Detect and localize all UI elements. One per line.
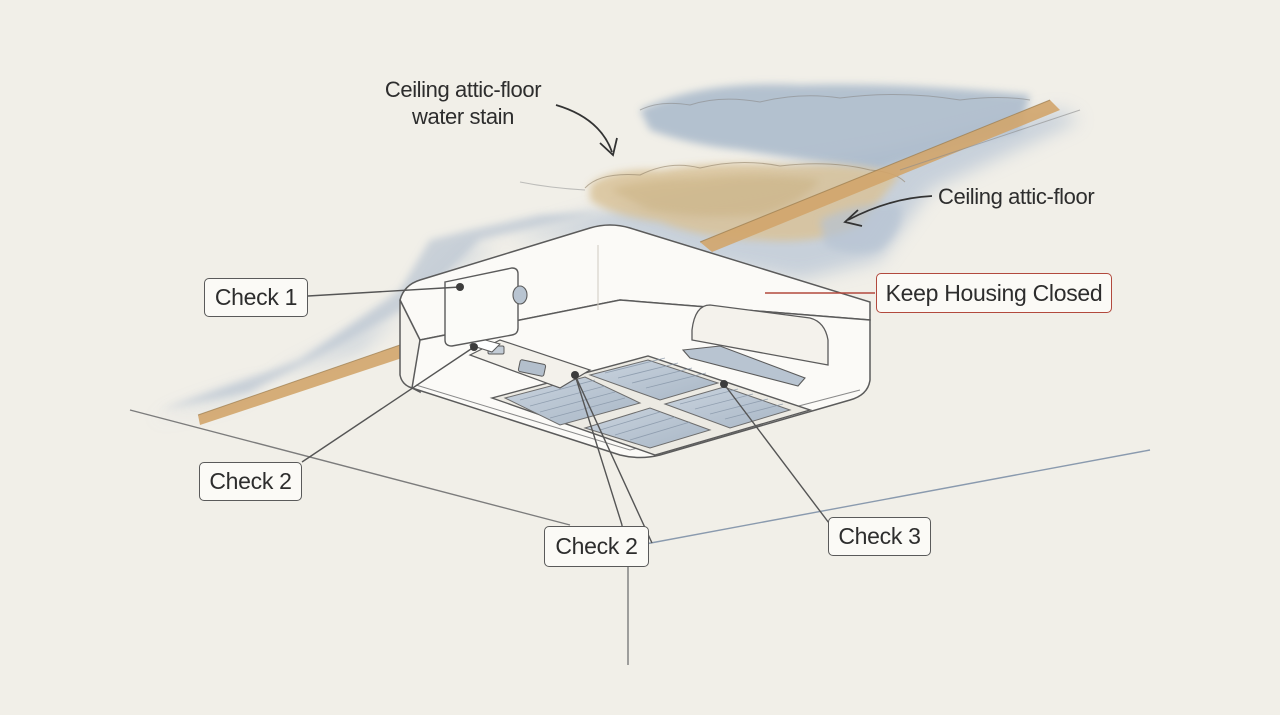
access-panel [444,267,519,347]
ceiling-joist [700,100,1060,252]
water-stain-label-line1: Ceiling attic-floor [384,77,542,102]
check-2-left-callout: Check 2 [199,462,302,501]
check-1-callout: Check 1 [204,278,308,317]
check-2-center-callout: Check 2 [544,526,649,567]
keep-housing-closed-callout: Keep Housing Closed [876,273,1112,313]
check-3-callout: Check 3 [828,517,931,556]
attic-floor-label: Ceiling attic-floor [938,184,1095,209]
floor-arrow [847,195,933,221]
stain-arrow [555,104,613,153]
water-stain-label-line2: water stain [412,104,514,129]
water-stain-label: Ceiling attic-floor water stain [368,76,558,130]
